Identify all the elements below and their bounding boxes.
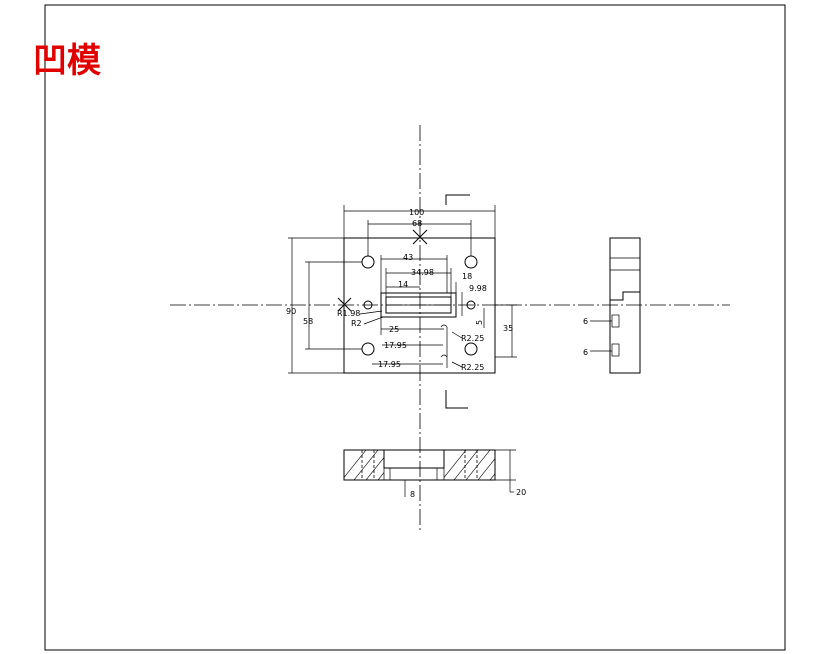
dim-90: 90 (286, 307, 296, 316)
side-dim-6-b: 6 (583, 348, 588, 357)
section-view: 8 20 (343, 449, 526, 499)
section-cavity (383, 450, 445, 469)
hatch-right (444, 450, 495, 480)
dim-58: 58 (303, 317, 313, 326)
dim-100: 100 (409, 208, 424, 217)
side-view: 6 6 (583, 237, 641, 374)
bolt-hole-br (464, 342, 478, 356)
dim-43: 43 (403, 253, 413, 262)
drawing-title: 凹模 (33, 41, 101, 81)
side-step (610, 291, 640, 301)
dim-18: 18 (462, 272, 472, 281)
hatch-left (344, 450, 384, 480)
cavity-outer (380, 292, 457, 318)
dim-r1-98: R1.98 (337, 309, 360, 318)
bolt-hole-tr (464, 255, 478, 269)
pin-hole-left (363, 300, 373, 310)
section-dim-8: 8 (410, 490, 415, 499)
section-dim-20: 20 (516, 488, 526, 497)
bolt-hole-bl (361, 342, 375, 356)
side-dim-6-a: 6 (583, 317, 588, 326)
dim-17-95-b: 17.95 (378, 360, 401, 369)
dim-r2-25-b: R2.25 (461, 363, 484, 372)
dim-35: 35 (503, 324, 513, 333)
section-outline (343, 449, 496, 481)
sheet-border (44, 4, 786, 651)
side-outline (609, 237, 641, 374)
dim-34-98: 34.98 (411, 268, 434, 277)
top-view: 100 68 43 34.98 14 18 9.98 5 R1.98 R2 (170, 125, 730, 530)
dim-17-95-a: 17.95 (384, 341, 407, 350)
dim-25: 25 (389, 325, 399, 334)
center-mark-left (337, 297, 352, 312)
dim-9-98: 9.98 (469, 284, 487, 293)
corner-marker-1 (440, 324, 448, 328)
dim-r2-25-a: R2.25 (461, 334, 484, 343)
pin-hole-right (466, 300, 476, 310)
corner-marker-2 (440, 354, 448, 358)
plate-outline (343, 237, 496, 374)
center-mark-top (412, 229, 428, 245)
dim-14: 14 (398, 280, 408, 289)
bolt-hole-tl (361, 255, 375, 269)
section-arrow-top (445, 194, 470, 205)
dim-r2: R2 (351, 319, 362, 328)
section-arrow-bottom (445, 390, 468, 409)
dim-5: 5 (475, 320, 484, 325)
dim-68: 68 (412, 219, 422, 228)
